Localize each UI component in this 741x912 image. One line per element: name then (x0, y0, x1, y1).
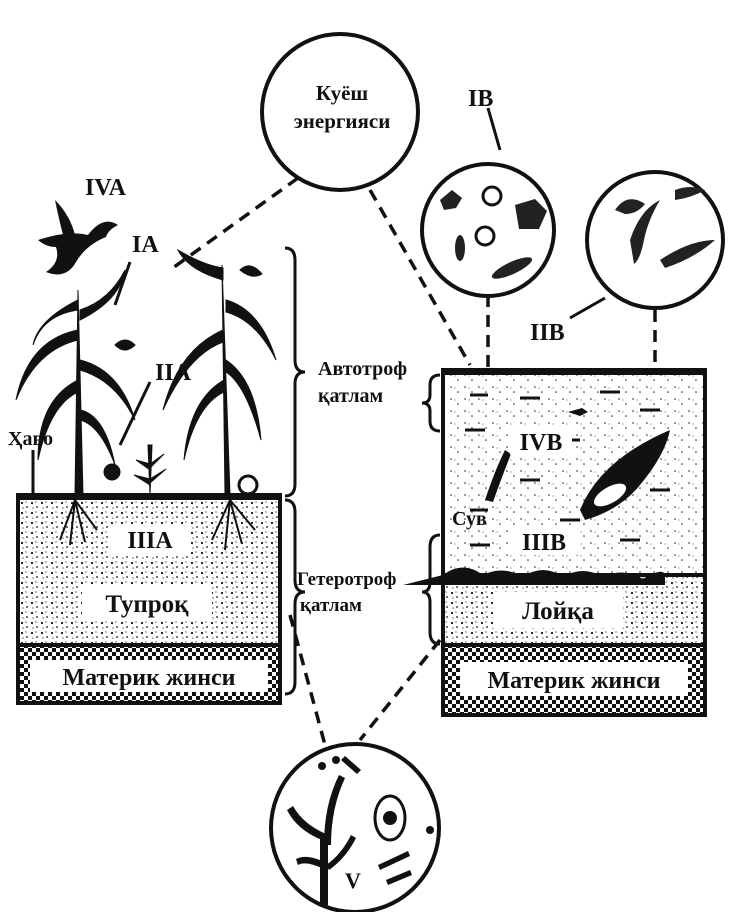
label-ia: IA (132, 232, 159, 258)
sun-energy-circle: Куёш энергияси (262, 34, 418, 190)
terrestrial-column: IIIA Тупроқ Материк жинси (18, 495, 280, 703)
label-loyqa: Лойқа (522, 598, 594, 625)
label-iiia: IIIA (127, 528, 173, 554)
bird-icon (38, 200, 118, 274)
label-avtotrof-line2: қатлам (318, 385, 383, 407)
label-iib: IIB (530, 320, 565, 346)
label-ivb: IVB (520, 430, 563, 456)
label-iva: IVA (85, 175, 127, 201)
label-ib: IB (468, 86, 493, 112)
decomposers-circle: V (271, 744, 439, 912)
label-hav: Ҳаво (8, 428, 53, 450)
zooplankton-circle (570, 172, 723, 318)
sun-label-line2: энергияси (294, 109, 391, 133)
label-geterotrof-line2: қатлам (300, 595, 362, 616)
sun-label-line1: Куёш (316, 81, 369, 105)
label-v: V (345, 868, 361, 893)
phytoplankton-circle (422, 108, 554, 296)
label-iiib: IIIB (522, 530, 566, 556)
aquatic-column: IVB Сув IIIB Лойқа Материк жинси (403, 370, 705, 715)
braces-right (422, 375, 440, 644)
label-suv: Сув (452, 508, 487, 530)
grass-plants (16, 250, 276, 495)
label-avtotrof-line1: Автотроф (318, 358, 407, 380)
label-iia: IIA (155, 360, 192, 386)
label-materik-left: Материк жинси (62, 665, 235, 691)
label-materik-right: Материк жинси (487, 668, 660, 694)
braces-left (285, 248, 305, 694)
label-geterotrof-line1: Гетеротроф (297, 569, 396, 590)
label-tuproq: Тупроқ (105, 591, 189, 618)
